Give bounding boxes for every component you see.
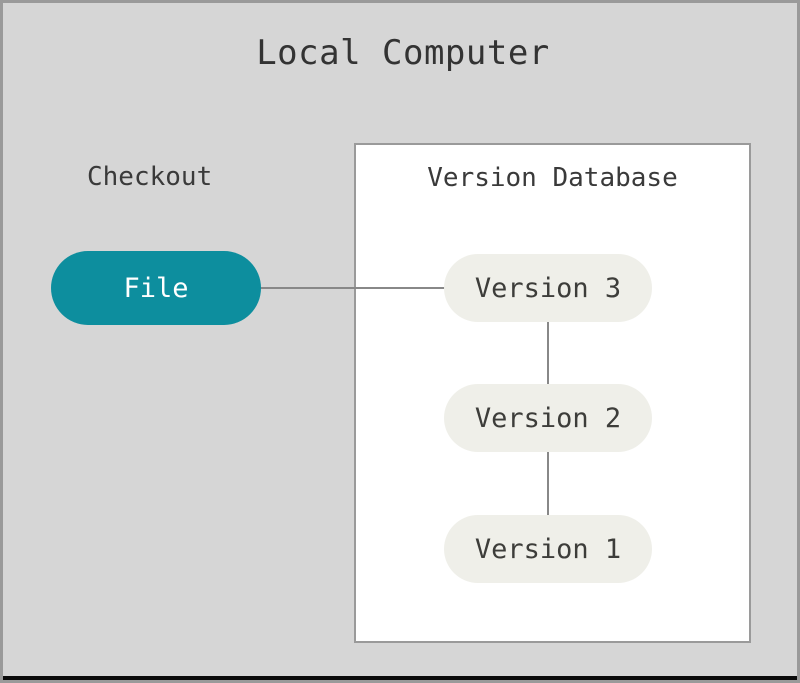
edge-version-2-to-version-1: [547, 452, 549, 518]
edge-version-3-to-version-2: [547, 322, 549, 388]
version-database-title: Version Database: [427, 163, 678, 193]
node-version-3[interactable]: Version 3: [444, 254, 652, 322]
node-version-2[interactable]: Version 2: [444, 384, 652, 452]
page-title: Local Computer: [256, 33, 550, 73]
node-file[interactable]: File: [51, 251, 261, 325]
checkout-label: Checkout: [87, 162, 213, 192]
canvas-bottom-edge: [3, 676, 797, 680]
node-version-1[interactable]: Version 1: [444, 515, 652, 583]
edge-file-to-version-3: [259, 287, 449, 289]
